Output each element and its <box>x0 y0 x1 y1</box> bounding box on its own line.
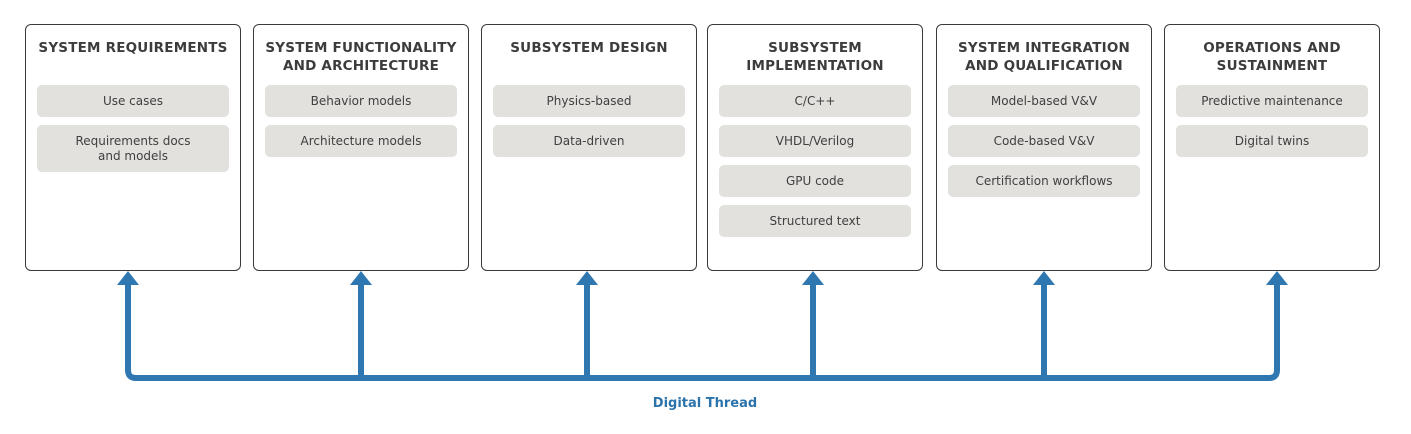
stage-item: Physics-based <box>493 85 685 117</box>
stage-item: GPU code <box>719 165 911 197</box>
stage-title: SYSTEM REQUIREMENTS <box>38 40 228 56</box>
stage-item: Use cases <box>37 85 229 117</box>
thread-line <box>125 284 1280 381</box>
stage-title: OPERATIONS AND SUSTAINMENT <box>1203 40 1341 74</box>
stage-title: SYSTEM FUNCTIONALITY AND ARCHITECTURE <box>265 40 457 74</box>
stage-title: SUBSYSTEM DESIGN <box>510 40 668 56</box>
arrowhead-up-icon <box>802 271 824 285</box>
stage-title: SUBSYSTEM IMPLEMENTATION <box>746 40 884 74</box>
stage-item: Architecture models <box>265 125 457 157</box>
arrowhead-up-icon <box>1033 271 1055 285</box>
stage-item: Structured text <box>719 205 911 237</box>
arrowhead-up-icon <box>117 271 139 285</box>
stage-item: VHDL/Verilog <box>719 125 911 157</box>
stage-item: Code-based V&V <box>948 125 1140 157</box>
stage-box-operations-sustainment: OPERATIONS AND SUSTAINMENT Predictive ma… <box>1164 24 1380 271</box>
digital-thread-label: Digital Thread <box>652 396 758 411</box>
stage-title: SYSTEM INTEGRATION AND QUALIFICATION <box>957 40 1131 74</box>
stage-item: C/C++ <box>719 85 911 117</box>
stage-item: Model-based V&V <box>948 85 1140 117</box>
stage-box-subsystem-implementation: SUBSYSTEM IMPLEMENTATION C/C++ VHDL/Veri… <box>707 24 923 271</box>
stage-item: Predictive maintenance <box>1176 85 1368 117</box>
arrowhead-up-icon <box>1266 271 1288 285</box>
stage-box-system-functionality: SYSTEM FUNCTIONALITY AND ARCHITECTURE Be… <box>253 24 469 271</box>
stage-item: Certification workflows <box>948 165 1140 197</box>
arrowhead-up-icon <box>576 271 598 285</box>
stage-box-system-integration: SYSTEM INTEGRATION AND QUALIFICATION Mod… <box>936 24 1152 271</box>
stage-box-subsystem-design: SUBSYSTEM DESIGN Physics-based Data-driv… <box>481 24 697 271</box>
stage-item: Digital twins <box>1176 125 1368 157</box>
stage-item: Data-driven <box>493 125 685 157</box>
stage-item: Behavior models <box>265 85 457 117</box>
stage-item: Requirements docs and models <box>37 125 229 172</box>
arrowhead-up-icon <box>350 271 372 285</box>
stage-box-system-requirements: SYSTEM REQUIREMENTS Use cases Requiremen… <box>25 24 241 271</box>
